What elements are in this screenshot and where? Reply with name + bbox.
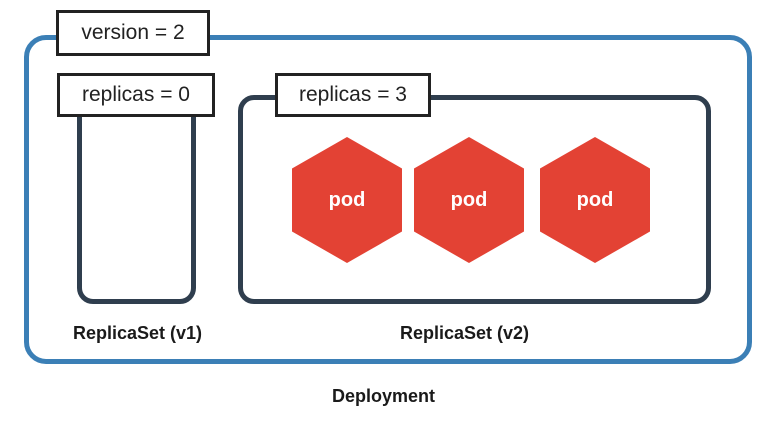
replicas-v2-label: replicas = 3 <box>275 73 431 117</box>
replicaset-v2-container <box>238 95 711 304</box>
deployment-label: Deployment <box>332 386 436 406</box>
version-label: version = 2 <box>56 10 210 56</box>
replicas-v1-label: replicas = 0 <box>57 73 215 117</box>
pod-hexagon: pod <box>292 137 402 263</box>
deployment-container <box>24 35 752 364</box>
replicaset-v1-label: ReplicaSet (v1) <box>73 323 203 343</box>
pod-hexagon: pod <box>414 137 524 263</box>
replicaset-v1-container <box>77 95 196 304</box>
replicaset-v2-label: ReplicaSet (v2) <box>400 323 530 343</box>
